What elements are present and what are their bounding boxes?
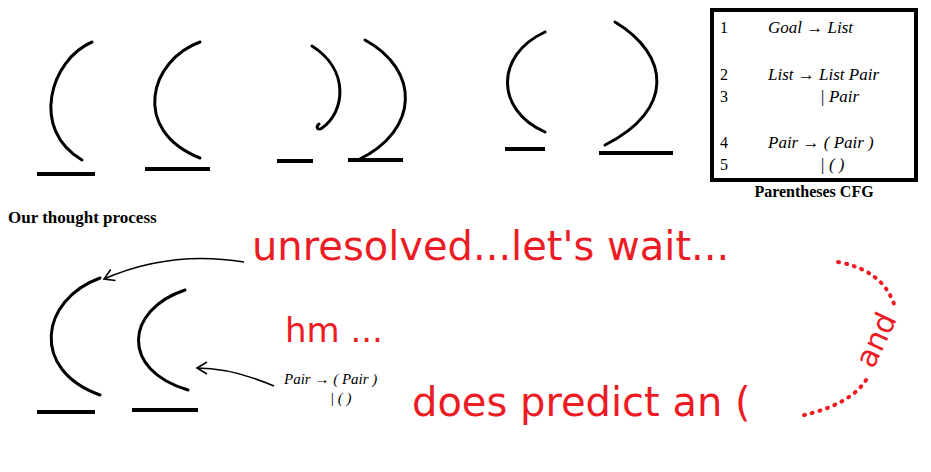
grammar-rule: Pair → ( Pair ) (284, 370, 377, 388)
underline (277, 159, 313, 163)
handwritten-note: and (848, 307, 904, 373)
grammar-rule: | ( ) (820, 156, 845, 174)
paren (358, 40, 405, 160)
grammar-rule: | ( ) (330, 389, 352, 407)
rule-number: 5 (720, 156, 728, 174)
leader-arrow (104, 258, 244, 279)
dotted-line (838, 262, 894, 304)
rule-number: 4 (720, 134, 728, 152)
grammar-rule: Pair → ( Pair ) (768, 134, 874, 152)
paren (51, 278, 100, 395)
grammar-rule: Goal → List (768, 19, 853, 37)
dotted-line (800, 380, 866, 416)
paren (605, 22, 657, 145)
section-heading: Our thought process (8, 208, 157, 228)
paren (155, 42, 200, 158)
box-caption: Parentheses CFG (714, 183, 914, 201)
underline (132, 408, 198, 412)
leader-arrow (197, 368, 274, 386)
leader-arrows (104, 258, 274, 386)
underline (505, 147, 545, 151)
underlines (37, 149, 673, 412)
paren (51, 42, 92, 160)
grammar-rule: List → List Pair (768, 66, 879, 84)
rule-number: 2 (720, 66, 728, 84)
paren (312, 46, 340, 129)
grammar-rule: | Pair (820, 88, 859, 106)
rule-number: 1 (720, 19, 728, 37)
handwritten-note: hm ... (285, 310, 383, 351)
paren (138, 290, 188, 390)
underline (37, 172, 95, 176)
underline (145, 167, 210, 171)
handwritten-note: unresolved...let's wait... (252, 222, 729, 270)
underline (37, 410, 95, 414)
underline (348, 158, 403, 162)
paren (508, 32, 546, 132)
grammar-box: 1 Goal → List 2 List → List Pair 3 | Pair 4 Pai… (710, 8, 918, 182)
rule-number: 3 (720, 88, 728, 106)
underline (599, 151, 673, 155)
handwritten-note: does predict an ( (412, 378, 751, 426)
